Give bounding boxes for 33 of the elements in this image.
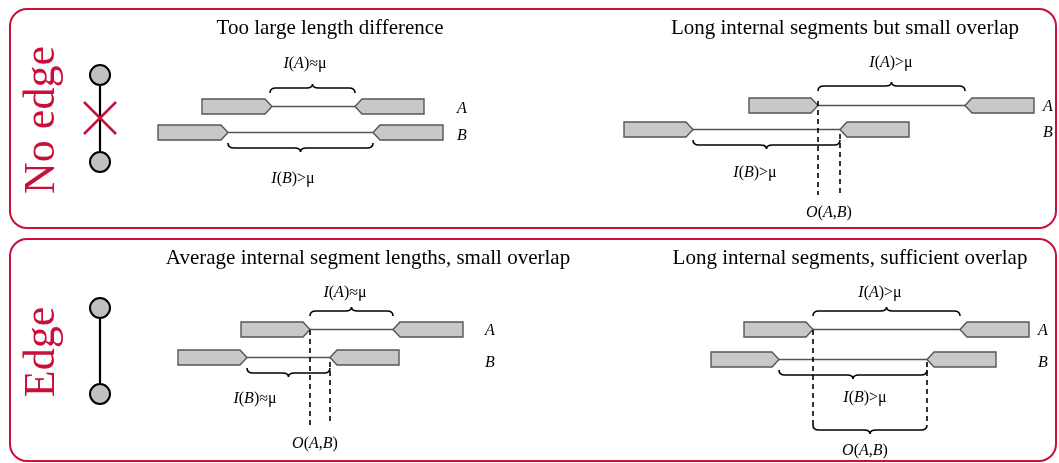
- math-label: I(A)≈μ: [283, 54, 327, 72]
- math-label: I(B)>μ: [843, 388, 887, 406]
- vertex-circle: [89, 383, 111, 405]
- math-label: I(B)>μ: [733, 163, 777, 181]
- math-label: I(A)>μ: [858, 283, 902, 301]
- scenario-title: Long internal segments but small overlap: [670, 16, 1020, 40]
- math-label: B: [1043, 123, 1053, 141]
- category-panel: [9, 8, 1057, 229]
- math-label: A: [1043, 97, 1053, 115]
- math-label: A: [1038, 321, 1048, 339]
- vertex-circle: [89, 297, 111, 319]
- graph-edge: [98, 86, 102, 151]
- math-label: B: [457, 126, 467, 144]
- math-label: O(A,B): [292, 434, 338, 452]
- vertex-circle: [89, 64, 111, 86]
- math-label: I(A)>μ: [869, 53, 913, 71]
- panel-label: No edge: [18, 46, 62, 194]
- panel-label: Edge: [18, 306, 62, 398]
- math-label: I(A)≈μ: [323, 283, 367, 301]
- graph-edge: [98, 319, 102, 383]
- math-label: O(A,B): [842, 441, 888, 459]
- math-label: A: [457, 99, 467, 117]
- math-label: O(A,B): [806, 203, 852, 221]
- scenario-title: Long internal segments, sufficient overlap: [672, 246, 1028, 270]
- category-panel: [9, 238, 1057, 462]
- scenario-title: Average internal segment lengths, small overlap: [165, 246, 571, 270]
- math-label: I(B)≈μ: [233, 389, 277, 407]
- math-label: I(B)>μ: [271, 169, 315, 187]
- math-label: A: [485, 321, 495, 339]
- math-label: B: [1038, 353, 1048, 371]
- vertex-circle: [89, 151, 111, 173]
- scenario-title: Too large length difference: [216, 16, 444, 40]
- math-label: B: [485, 353, 495, 371]
